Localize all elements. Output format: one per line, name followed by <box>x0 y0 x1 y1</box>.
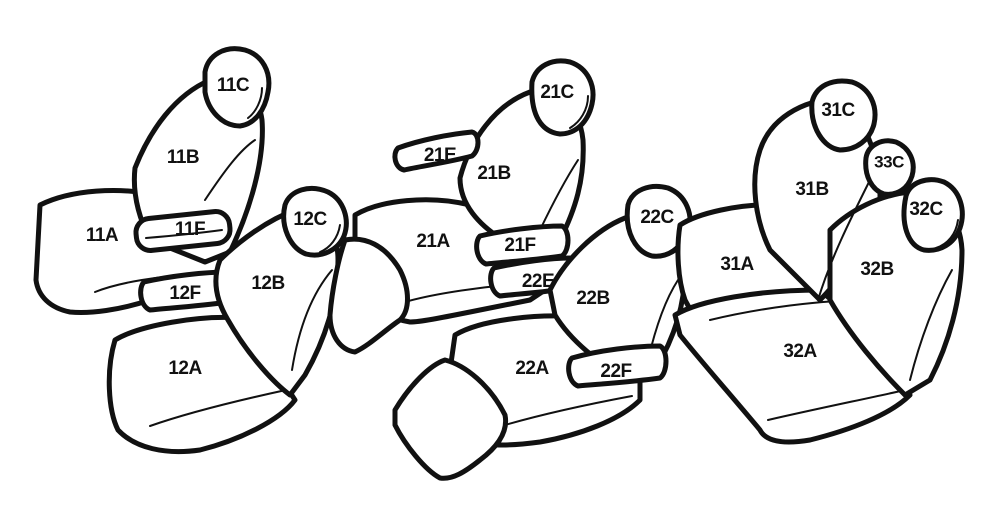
label-31B: 31B <box>795 179 828 200</box>
label-22C: 22C <box>640 207 674 228</box>
seat-11: 11A 11B 11C 11F <box>33 46 272 315</box>
seat-11C-headrest <box>202 46 272 129</box>
seat-33C-headrest <box>863 138 916 197</box>
label-12A: 12A <box>168 358 202 379</box>
seat-21C-headrest <box>529 58 596 137</box>
seat-11F-armrest <box>133 209 233 253</box>
seat-21E-armrest <box>392 129 481 173</box>
seat-12: 12A 12B 12C 12F <box>106 186 349 455</box>
label-12F: 12F <box>169 283 200 304</box>
label-21C: 21C <box>540 82 574 103</box>
label-11A: 11A <box>86 225 119 246</box>
seat-22: 22A 22B 22C 22E 22F <box>392 183 693 481</box>
label-22B: 22B <box>576 288 609 309</box>
label-32B: 32B <box>860 259 893 280</box>
label-22F: 22F <box>600 361 631 382</box>
label-11C: 11C <box>217 75 250 96</box>
label-32A: 32A <box>783 341 817 362</box>
seat-22F-armrest <box>566 343 669 389</box>
label-21F: 21F <box>504 235 535 256</box>
label-21B: 21B <box>477 163 510 184</box>
seat-31C-headrest <box>809 78 878 153</box>
label-12C: 12C <box>293 209 327 230</box>
seat-32C-headrest <box>901 177 965 253</box>
seat-rear-bench: 31A 31B 31C 32A 32B 32C 33C <box>672 78 965 445</box>
label-22E: 22E <box>522 271 554 292</box>
label-12B: 12B <box>251 273 284 294</box>
label-33C: 33C <box>874 152 904 171</box>
seat-21-legrest <box>327 236 410 355</box>
label-31A: 31A <box>720 254 754 275</box>
label-21A: 21A <box>416 231 450 252</box>
label-11F: 11F <box>175 219 205 240</box>
seat-22-legrest <box>392 357 509 481</box>
label-31C: 31C <box>821 100 855 121</box>
label-11B: 11B <box>167 147 199 168</box>
label-32C: 32C <box>909 199 943 220</box>
label-21E: 21E <box>424 145 456 166</box>
label-22A: 22A <box>515 358 549 379</box>
seat-12C-headrest <box>281 186 349 258</box>
